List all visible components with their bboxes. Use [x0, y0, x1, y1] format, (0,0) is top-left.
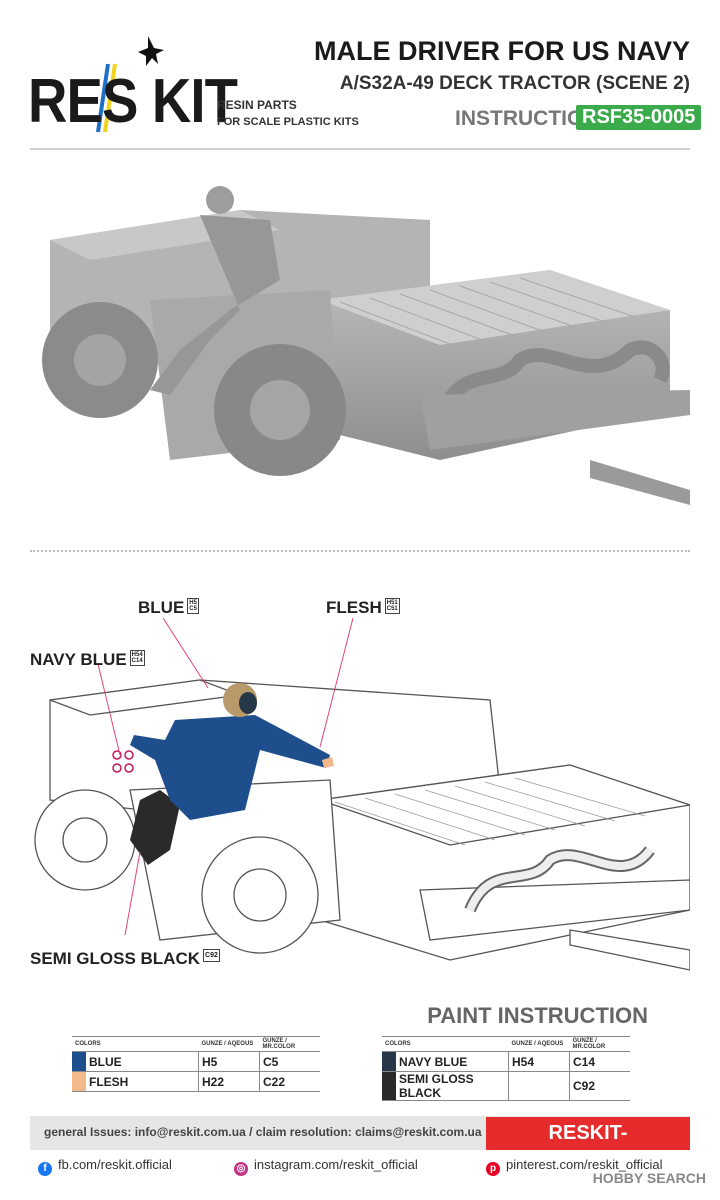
website-link[interactable]: RESKIT-MODELS.COM [486, 1117, 690, 1177]
table-row: NAVY BLUE H54 C14 [382, 1051, 630, 1072]
callout-blue-label: BLUE [138, 598, 185, 617]
color-name: NAVY BLUE [396, 1051, 509, 1072]
mr-color-code: C5 [259, 1051, 320, 1072]
jet-icon [138, 36, 164, 66]
instagram-link-label: instagram.com/reskit_official [254, 1157, 418, 1172]
section-divider [30, 550, 690, 552]
logo-wordmark: RES KIT [28, 67, 238, 136]
col-colors: COLORS [72, 1036, 199, 1052]
facebook-link-label: fb.com/reskit.official [58, 1157, 172, 1172]
callout-semi-gloss-black-label: SEMI GLOSS BLACK [30, 949, 201, 968]
gunze-aqueous-code: H5 [198, 1051, 260, 1072]
instagram-icon: ◎ [234, 1162, 248, 1176]
reskit-logo [96, 36, 164, 133]
paint-table-left: COLORS GUNZE / AQEOUS GUNZE / MR.COLOR B… [72, 1036, 320, 1092]
mr-color-code: C92 [569, 1071, 630, 1101]
gunze-aqueous-code: H22 [198, 1071, 260, 1092]
table-row: FLESH H22 C22 [72, 1071, 320, 1092]
col-mr-color: GUNZE / MR.COLOR [569, 1036, 630, 1052]
callout-navy-blue-label: NAVY BLUE [30, 650, 127, 669]
color-name: BLUE [86, 1051, 199, 1072]
code-top: H54 [131, 652, 143, 658]
paint-instruction-title: PAINT INSTRUCTION [427, 1003, 648, 1028]
paint-table-right: COLORS GUNZE / AQEOUS GUNZE / MR.COLOR N… [382, 1036, 630, 1101]
callout-semi-gloss-black-code: C92 [203, 949, 220, 962]
color-swatch [72, 1051, 86, 1072]
color-name: FLESH [86, 1071, 199, 1092]
pinterest-link[interactable]: p pinterest.com/reskit_official [486, 1157, 663, 1176]
col-mr-color: GUNZE / MR.COLOR [259, 1036, 320, 1052]
table-row: BLUE H5 C5 [72, 1051, 320, 1072]
watermark: HOBBY SEARCH [592, 1170, 706, 1186]
callout-flesh-label: FLESH [326, 598, 382, 617]
mr-color-code: C22 [259, 1071, 320, 1092]
facebook-icon: f [38, 1162, 52, 1176]
gunze-aqueous-code: H54 [508, 1051, 570, 1072]
facebook-link[interactable]: f fb.com/reskit.official [38, 1157, 172, 1176]
color-name: SEMI GLOSS BLACK [396, 1071, 509, 1101]
pinterest-link-label: pinterest.com/reskit_official [506, 1157, 663, 1172]
color-swatch [382, 1051, 396, 1072]
page-subtitle: A/S32A-49 DECK TRACTOR (SCENE 2) [339, 73, 690, 94]
tagline-resin-parts: RESIN PARTS [217, 98, 297, 112]
code-bottom: C5 [189, 606, 197, 612]
col-gunze-aqueous: GUNZE / AQEOUS [198, 1036, 260, 1052]
tagline-scale-kits: FOR SCALE PLASTIC KITS [217, 116, 359, 128]
table-row: SEMI GLOSS BLACK C92 [382, 1071, 630, 1101]
col-colors: COLORS [382, 1036, 509, 1052]
tractor-line-drawing [34, 617, 690, 971]
code-bottom: C14 [131, 658, 143, 664]
code-bottom: C51 [386, 606, 398, 612]
mr-color-code: C14 [569, 1051, 630, 1072]
color-swatch [72, 1071, 86, 1092]
col-gunze-aqueous: GUNZE / AQEOUS [508, 1036, 570, 1052]
gunze-aqueous-code [508, 1071, 570, 1101]
instruction-label: INSTRUCTION [455, 107, 599, 130]
code-top: H51 [386, 600, 398, 606]
header-divider [30, 148, 690, 150]
sku-badge: RSF35-0005 [576, 105, 702, 130]
code-top: H5 [189, 600, 197, 606]
color-swatch [382, 1071, 396, 1101]
instagram-link[interactable]: ◎ instagram.com/reskit_official [234, 1157, 418, 1176]
page-title: MALE DRIVER FOR US NAVY [313, 36, 690, 66]
tractor-render-image [42, 186, 690, 505]
pinterest-icon: p [486, 1162, 500, 1176]
footer-contact-emails[interactable]: general Issues: info@reskit.com.ua / cla… [44, 1125, 482, 1139]
